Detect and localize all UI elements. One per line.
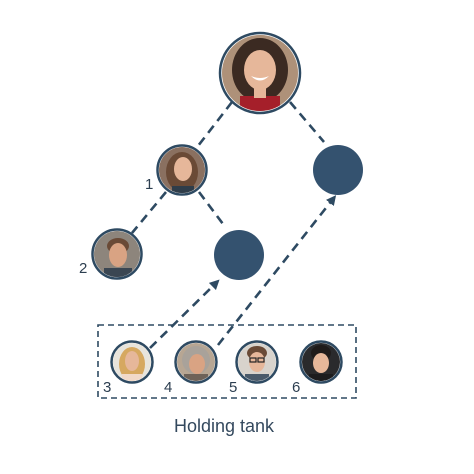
empty-node-slot-lower <box>214 230 264 280</box>
tank-person-6-avatar <box>299 340 343 384</box>
node2-person-avatar <box>91 228 143 280</box>
tank-person-4-avatar <box>174 340 218 384</box>
edge-node1-to-node2 <box>130 191 168 234</box>
tank-number-4: 4 <box>164 379 172 396</box>
node1-number-label: 1 <box>145 176 153 193</box>
tank-person-3-avatar <box>110 340 154 384</box>
tank-number-6: 6 <box>292 379 300 396</box>
arrow-tank3-to-slot <box>149 279 220 349</box>
root-person-avatar <box>218 31 302 115</box>
edge-root-to-right-slot <box>289 101 325 143</box>
edge-node1-to-empty-slot <box>197 191 228 229</box>
tank-number-5: 5 <box>229 379 237 396</box>
node1-person-avatar <box>156 144 208 196</box>
edge-root-to-node1 <box>196 101 234 147</box>
arrow-tank4-to-slot <box>216 195 337 346</box>
tank-number-3: 3 <box>103 379 111 396</box>
empty-node-slot-right <box>313 145 363 195</box>
node2-number-label: 2 <box>79 260 87 277</box>
tank-person-5-avatar <box>235 340 279 384</box>
holding-tank-box <box>97 324 357 399</box>
holding-tank-caption: Holding tank <box>174 416 275 436</box>
